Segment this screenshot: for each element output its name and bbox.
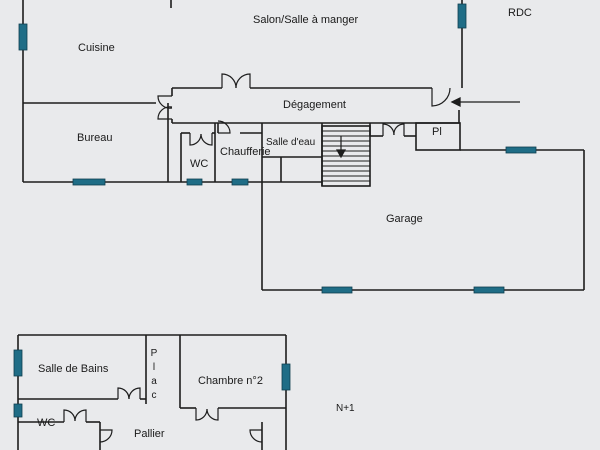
windows [13, 3, 537, 418]
level-label-n1: N+1 [336, 403, 355, 414]
doors [63, 73, 451, 443]
room-label-chaufferie: Chaufferie [220, 146, 271, 158]
room-label-chambre-2: Chambre n°2 [198, 375, 263, 387]
placard-letter: P [150, 348, 158, 359]
room-label-degagement: Dégagement [283, 99, 346, 111]
room-label-wc: WC [190, 158, 209, 170]
walls [17, 0, 585, 450]
room-label-salle-deau: Salle d'eau [266, 137, 316, 148]
stairs [322, 130, 370, 182]
room-label-pallier: Pallier [134, 428, 165, 440]
room-label-salle-de-bains: Salle de Bains [38, 363, 109, 375]
room-label-placard: Pl [432, 126, 442, 138]
room-label-bureau: Bureau [77, 132, 113, 144]
placard-letter: a [151, 376, 157, 387]
room-label-wc-upper: WC [37, 417, 56, 429]
placard-letter: c [151, 390, 157, 401]
room-label-garage: Garage [386, 213, 423, 225]
stairs-direction-arrow [335, 136, 347, 159]
room-label-salon: Salon/Salle à manger [253, 14, 359, 26]
room-label-cuisine: Cuisine [78, 42, 115, 54]
level-label-rdc: RDC [508, 7, 532, 19]
room-label-placard-upper: P l a c [149, 349, 159, 401]
placard-letter: l [152, 362, 156, 373]
entrance-arrow [450, 96, 520, 108]
